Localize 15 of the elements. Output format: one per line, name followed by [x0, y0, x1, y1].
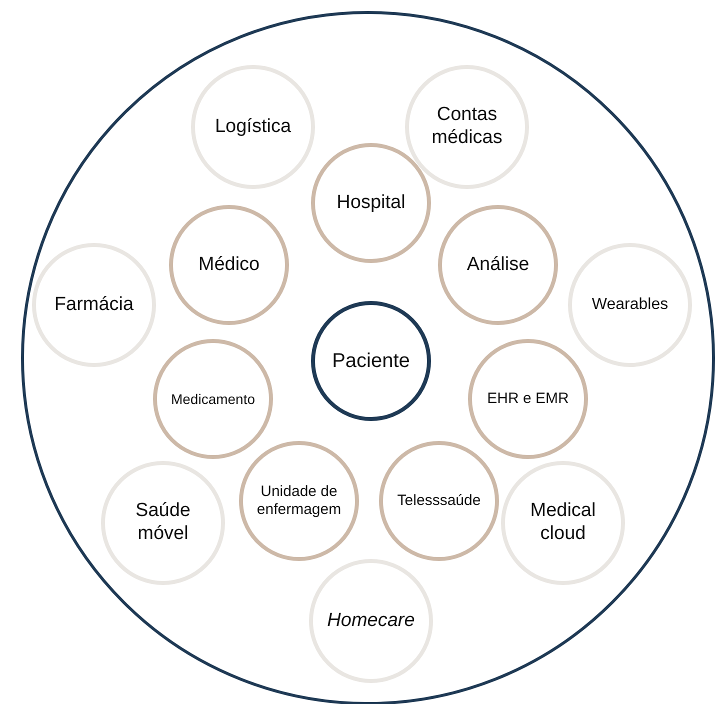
circle-label: Homecare	[327, 610, 415, 632]
circle-label: Unidade de enfermagem	[256, 483, 342, 519]
circle-label: Telesssaúde	[397, 492, 481, 510]
circle-label: Contas médicas	[430, 104, 504, 150]
circle-label: Hospital	[336, 192, 406, 214]
circle-label: Wearables	[592, 295, 668, 315]
circle-label: Farmácia	[54, 294, 134, 316]
circle-label: Saúde móvel	[134, 500, 192, 546]
circle-label: Medical cloud	[529, 500, 597, 546]
circle-label: EHR e EMR	[487, 390, 569, 408]
circle-label: Medicamento	[170, 390, 256, 408]
circle-label: Logística	[214, 116, 292, 138]
circle-label: Análise	[466, 254, 530, 276]
circle-label: Paciente	[332, 349, 410, 373]
circle-label: Médico	[198, 254, 260, 276]
